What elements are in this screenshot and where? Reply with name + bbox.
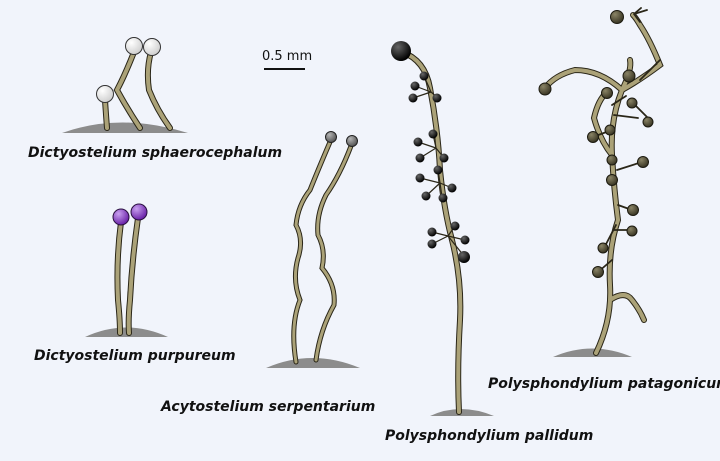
spore-head — [125, 37, 143, 55]
scale-bar-label: 0.5 mm — [262, 49, 313, 64]
secondary-spore-heads — [408, 71, 470, 263]
substrate-mound — [266, 358, 360, 368]
substrate-mound — [553, 348, 632, 357]
species-label-serpentarium: Acytostelium serpentarium — [161, 399, 376, 415]
pallidum-fruiting-body — [391, 41, 494, 416]
serpentarium-fruiting-bodies — [266, 131, 360, 368]
spore-head — [112, 208, 130, 226]
sphaerocephalum-fruiting-bodies — [62, 37, 188, 133]
species-label-sphaerocephalum: Dictyostelium sphaerocephalum — [28, 145, 283, 161]
substrate-mound — [62, 122, 188, 133]
spore-head — [346, 135, 358, 147]
secondary-spore-heads — [538, 10, 654, 278]
spore-head — [325, 131, 337, 143]
substrate-mound — [430, 409, 494, 416]
patagonicum-fruiting-body — [538, 7, 664, 357]
purpureum-fruiting-bodies — [85, 203, 168, 337]
species-label-pallidum: Polysphondylium pallidum — [385, 428, 594, 444]
spore-head — [391, 41, 411, 61]
spore-head — [130, 203, 148, 221]
species-label-patagonicum: Polysphondylium patagonicum — [488, 376, 720, 392]
spore-head — [96, 85, 114, 103]
species-label-purpureum: Dictyostelium purpureum — [34, 348, 236, 364]
spore-head — [143, 38, 161, 56]
